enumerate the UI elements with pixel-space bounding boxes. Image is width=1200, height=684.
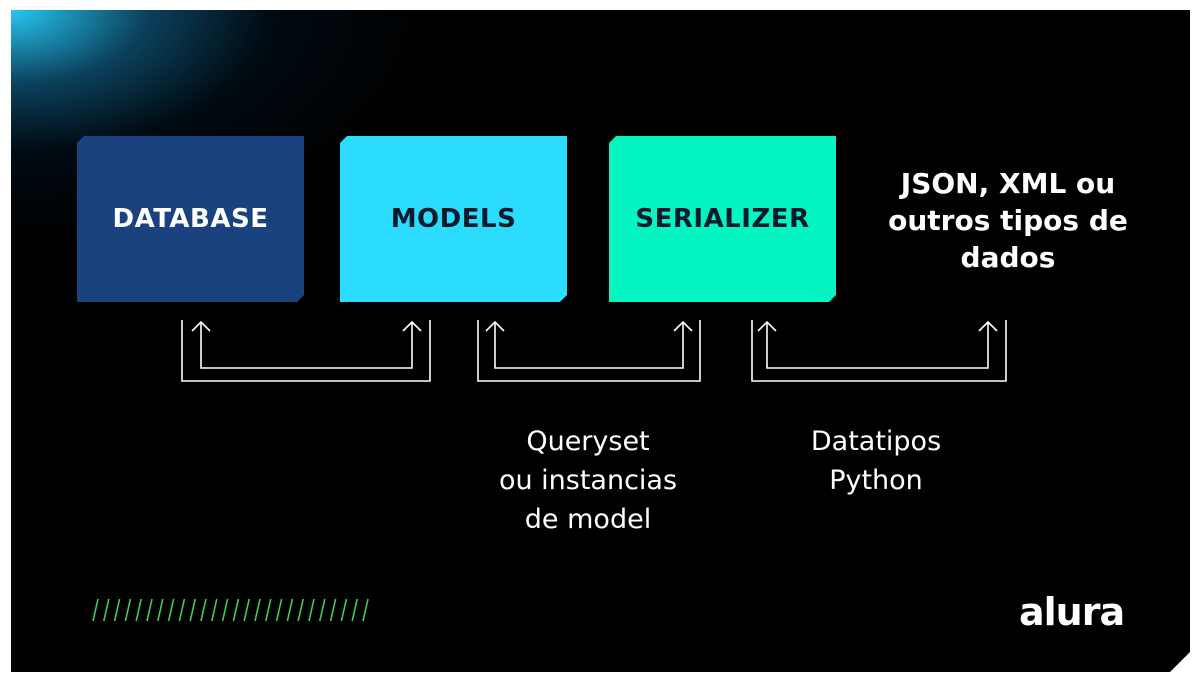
arrow-serializer-formats (752, 320, 1006, 381)
queryset-line-1: Queryset (526, 426, 650, 457)
datatipos-line-1: Datatipos (810, 426, 942, 457)
hatch-stroke (115, 599, 120, 621)
queryset-line-3: de model (524, 504, 652, 535)
hatch-stroke (212, 599, 217, 621)
hatch-stroke (244, 599, 249, 621)
hatch-stroke (125, 599, 130, 621)
output-formats-line-2: outros tipos de (888, 204, 1128, 237)
hatch-stroke (331, 599, 336, 621)
decorative-hatch (87, 597, 373, 623)
hatch-stroke (363, 599, 368, 621)
queryset-caption: Queryset ou instancias de model (473, 422, 703, 539)
datatipos-caption: Datatipos Python (771, 422, 981, 500)
output-formats-label: JSON, XML ou outros tipos de dados (869, 165, 1147, 276)
serializer-label: SERIALIZER (635, 204, 810, 234)
hatch-stroke (93, 599, 98, 621)
serializer-box: SERIALIZER (609, 136, 836, 302)
hatch-stroke (169, 599, 174, 621)
hatch-stroke (255, 599, 260, 621)
queryset-line-2: ou instancias (498, 465, 678, 496)
datatipos-line-2: Python (829, 465, 923, 496)
arrow-models-serializer (478, 320, 700, 381)
hatch-stroke (201, 599, 206, 621)
hatch-stroke (287, 599, 292, 621)
hatch-stroke (298, 599, 303, 621)
hatch-stroke (147, 599, 152, 621)
hatch-stroke (190, 599, 195, 621)
hatch-stroke (352, 599, 357, 621)
arrow-database-models (182, 320, 430, 381)
hatch-stroke (233, 599, 238, 621)
bidirectional-arrows (11, 10, 1190, 672)
hatch-stroke (266, 599, 271, 621)
diagram-card: DATABASE MODELS SERIALIZER JSON, XML ou … (11, 10, 1190, 672)
models-box: MODELS (340, 136, 567, 302)
database-box: DATABASE (77, 136, 304, 302)
output-formats-line-3: dados (960, 241, 1056, 274)
hatch-stroke (277, 599, 282, 621)
hatch-stroke (309, 599, 314, 621)
hatch-stroke (104, 599, 109, 621)
hatch-stroke (320, 599, 325, 621)
models-label: MODELS (390, 204, 517, 234)
hatch-stroke (136, 599, 141, 621)
output-formats-line-1: JSON, XML ou (900, 167, 1116, 200)
hatch-stroke (158, 599, 163, 621)
hatch-stroke (179, 599, 184, 621)
hatch-stroke (223, 599, 228, 621)
alura-logo: alura (1019, 590, 1125, 634)
hatch-stroke (341, 599, 346, 621)
database-label: DATABASE (112, 204, 269, 234)
